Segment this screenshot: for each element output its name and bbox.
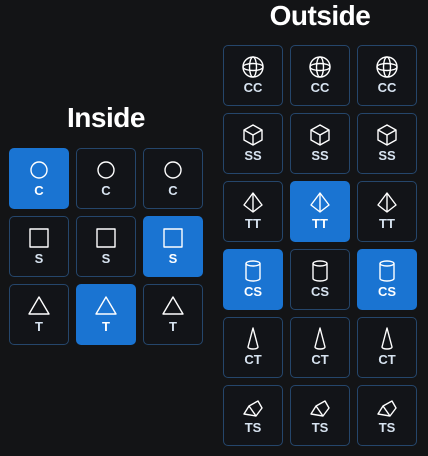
inside-tile-s-r2c3[interactable]: S xyxy=(143,216,203,277)
tile-label: TS xyxy=(311,420,329,435)
outside-tile-tt-r3c2[interactable]: TT xyxy=(290,181,350,242)
tetrahedron-icon xyxy=(310,192,330,213)
sphere-icon xyxy=(309,56,331,78)
tetrahedron-icon xyxy=(377,192,397,213)
outside-tile-cc-r1c2[interactable]: CC xyxy=(290,45,350,106)
cube-icon xyxy=(243,124,263,146)
tile-label: CS xyxy=(377,284,397,299)
tile-label: SS xyxy=(378,148,396,163)
prism-icon xyxy=(243,400,263,417)
inside-tile-t-r3c1[interactable]: T xyxy=(9,284,69,345)
tile-label: C xyxy=(101,183,111,198)
tile-label: CC xyxy=(243,80,263,95)
cylinder-icon xyxy=(312,260,328,282)
cylinder-icon xyxy=(245,260,261,282)
square-icon xyxy=(29,228,49,248)
outside-tile-ct-r5c3[interactable]: CT xyxy=(357,317,417,378)
outside-tile-cc-r1c1[interactable]: CC xyxy=(223,45,283,106)
inside-title: Inside xyxy=(67,102,145,133)
cylinder-icon xyxy=(379,260,395,282)
circle-icon xyxy=(164,161,182,179)
tile-label: CC xyxy=(310,80,330,95)
cone-icon xyxy=(314,327,326,350)
triangle-icon xyxy=(95,296,117,315)
outside-tile-ts-r6c3[interactable]: TS xyxy=(357,385,417,446)
outside-tile-tt-r3c1[interactable]: TT xyxy=(223,181,283,242)
inside-grid: C C C S S S T T T xyxy=(9,148,203,345)
outside-tile-ss-r2c2[interactable]: SS xyxy=(290,113,350,174)
tile-label: CC xyxy=(377,80,397,95)
triangle-icon xyxy=(28,296,50,315)
tile-label: CT xyxy=(244,352,262,367)
triangle-icon xyxy=(162,296,184,315)
outside-tile-cc-r1c3[interactable]: CC xyxy=(357,45,417,106)
outside-tile-tt-r3c3[interactable]: TT xyxy=(357,181,417,242)
tile-label: CS xyxy=(243,284,263,299)
tile-label: T xyxy=(102,319,110,334)
outside-tile-ss-r2c1[interactable]: SS xyxy=(223,113,283,174)
inside-tile-s-r2c2[interactable]: S xyxy=(76,216,136,277)
inside-tile-t-r3c3[interactable]: T xyxy=(143,284,203,345)
cone-icon xyxy=(381,327,393,350)
tile-label: S xyxy=(101,251,111,266)
tile-label: C xyxy=(34,183,44,198)
tile-label: T xyxy=(169,319,177,334)
tile-label: S xyxy=(34,251,44,266)
outside-tile-ct-r5c1[interactable]: CT xyxy=(223,317,283,378)
square-icon xyxy=(96,228,116,248)
outside-tile-ts-r6c1[interactable]: TS xyxy=(223,385,283,446)
inside-tile-c-r1c3[interactable]: C xyxy=(143,148,203,209)
tile-label: S xyxy=(168,251,178,266)
outside-tile-ts-r6c2[interactable]: TS xyxy=(290,385,350,446)
inside-tile-s-r2c1[interactable]: S xyxy=(9,216,69,277)
inside-tile-c-r1c1[interactable]: C xyxy=(9,148,69,209)
inside-tile-t-r3c2[interactable]: T xyxy=(76,284,136,345)
tile-label: TT xyxy=(245,216,261,231)
tile-label: TS xyxy=(244,420,262,435)
outside-tile-ss-r2c3[interactable]: SS xyxy=(357,113,417,174)
cube-icon xyxy=(310,124,330,146)
circle-icon xyxy=(97,161,115,179)
tile-label: TS xyxy=(378,420,396,435)
circle-icon xyxy=(30,161,48,179)
inside-tile-c-r1c2[interactable]: C xyxy=(76,148,136,209)
square-icon xyxy=(163,228,183,248)
tile-label: T xyxy=(35,319,43,334)
tile-label: CT xyxy=(311,352,329,367)
outside-tile-cs-r4c3[interactable]: CS xyxy=(357,249,417,310)
outside-tile-cs-r4c1[interactable]: CS xyxy=(223,249,283,310)
tetrahedron-icon xyxy=(243,192,263,213)
tile-label: SS xyxy=(311,148,329,163)
sphere-icon xyxy=(242,56,264,78)
tile-label: CT xyxy=(378,352,396,367)
prism-icon xyxy=(377,400,397,417)
outside-tile-ct-r5c2[interactable]: CT xyxy=(290,317,350,378)
tile-label: SS xyxy=(244,148,262,163)
outside-title: Outside xyxy=(269,0,371,31)
tile-label: TT xyxy=(312,216,328,231)
tile-label: TT xyxy=(379,216,395,231)
prism-icon xyxy=(310,400,330,417)
outside-tile-cs-r4c2[interactable]: CS xyxy=(290,249,350,310)
outside-grid: CC CC CC SS SS SS TT TT TT CS CS CS CT CT CT TS TS TS xyxy=(223,45,417,446)
tile-label: CS xyxy=(310,284,330,299)
cube-icon xyxy=(377,124,397,146)
cone-icon xyxy=(247,327,259,350)
tile-label: C xyxy=(168,183,178,198)
sphere-icon xyxy=(376,56,398,78)
